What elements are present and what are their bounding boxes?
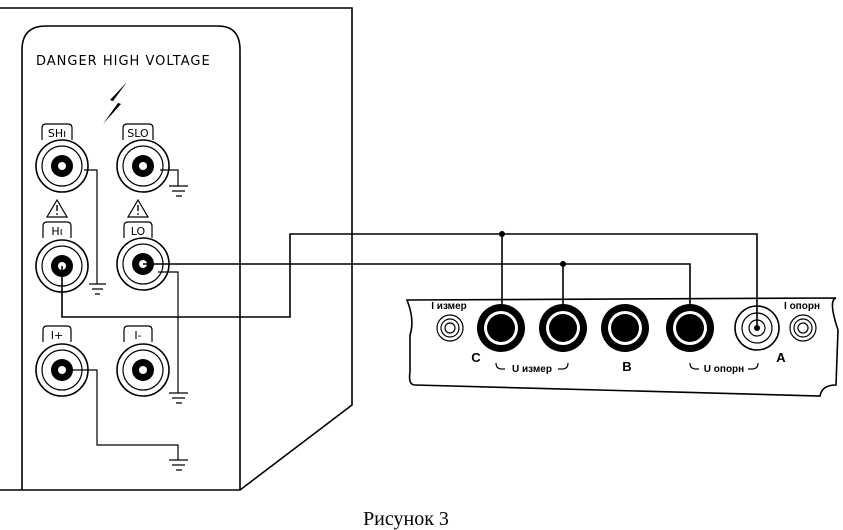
terminal-i-plus-label: I+	[51, 329, 63, 342]
jack-i-opor	[789, 314, 817, 342]
a-label: A	[776, 350, 786, 365]
i-opor-label: I опорн	[784, 301, 820, 312]
terminal-hi-label: Hı	[51, 225, 62, 238]
warning-triangle-icon	[45, 198, 69, 218]
jack-u-izmer	[539, 304, 587, 352]
warning-triangle-icon	[126, 198, 150, 218]
ground-icon	[160, 169, 188, 197]
terminal-lo-label: LO	[131, 225, 146, 238]
terminal-shi-label: SHı	[48, 127, 66, 140]
ground-wire-i-plus	[66, 369, 188, 471]
wire-hi	[61, 231, 758, 326]
ground-wire-shi	[84, 169, 106, 295]
u-opor-bracket	[689, 362, 759, 370]
i-izmer-label: I измер	[431, 301, 467, 312]
terminal-i-minus-label: I-	[134, 329, 141, 342]
terminal-lo: LO	[116, 221, 170, 291]
terminal-slo: SLO	[116, 123, 170, 193]
terminal-shi: SHı	[35, 123, 89, 193]
c-label: C	[471, 350, 481, 365]
jack-a	[734, 305, 780, 351]
jack-u-opor	[666, 304, 714, 352]
lightning-icon	[103, 82, 127, 124]
jack-c	[477, 304, 525, 352]
terminal-slo-label: SLO	[127, 127, 149, 140]
jack-b	[601, 304, 649, 352]
terminal-i-plus: I+	[35, 325, 89, 397]
danger-label: DANGER HIGH VOLTAGE	[36, 54, 211, 69]
jack-i-izmer	[436, 314, 464, 342]
b-label: B	[622, 359, 631, 374]
terminal-i-minus: I-	[116, 325, 170, 397]
ground-wire-lo	[158, 271, 188, 404]
u-izmer-label: U измер	[512, 364, 552, 375]
meter-housing	[0, 7, 353, 491]
u-izmer-bracket	[495, 362, 569, 370]
connector-panel	[405, 297, 839, 397]
figure-caption: Рисунок 3	[363, 508, 449, 530]
u-opor-label: U опорн	[704, 364, 744, 375]
